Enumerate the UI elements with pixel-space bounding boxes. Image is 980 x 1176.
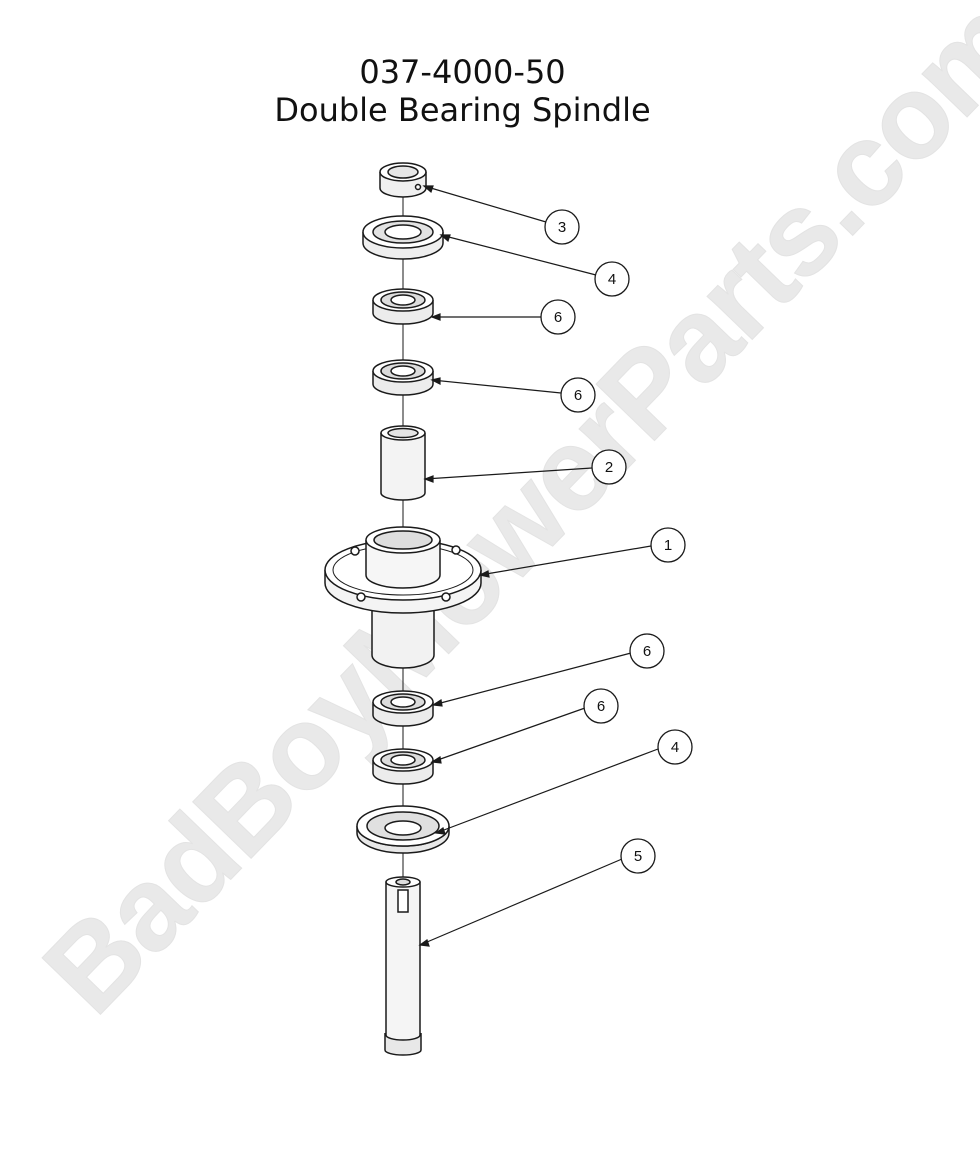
svg-text:5: 5 xyxy=(634,848,642,865)
callout-2: 2 xyxy=(591,449,627,485)
svg-text:6: 6 xyxy=(554,309,562,326)
svg-text:3: 3 xyxy=(558,219,566,236)
callout-6-c: 6 xyxy=(629,633,665,669)
part-seal-bottom xyxy=(356,805,450,854)
part-number-title: 037-4000-50 xyxy=(359,53,566,91)
svg-text:6: 6 xyxy=(643,643,651,660)
part-bearing-a xyxy=(372,288,434,325)
svg-text:6: 6 xyxy=(574,387,582,404)
part-bearing-b xyxy=(372,359,434,396)
part-bearing-c xyxy=(372,690,434,727)
callout-3-top: 3 xyxy=(544,209,580,245)
part-bearing-d xyxy=(372,748,434,785)
watermark: BadBoyMowerParts.com xyxy=(19,0,980,1038)
part-collar xyxy=(379,162,427,198)
leader-lines xyxy=(418,185,659,947)
part-spacer-tube xyxy=(380,425,426,501)
callout-4-top: 4 xyxy=(594,261,630,297)
part-seal-top xyxy=(362,215,444,260)
callout-6-a: 6 xyxy=(540,299,576,335)
part-shaft xyxy=(384,876,422,1056)
svg-text:4: 4 xyxy=(608,271,616,288)
svg-text:4: 4 xyxy=(671,739,679,756)
callout-6-b: 6 xyxy=(560,377,596,413)
callout-4-bottom: 4 xyxy=(657,729,693,765)
callout-5: 5 xyxy=(620,838,656,874)
assembly-name-title: Double Bearing Spindle xyxy=(274,91,651,129)
svg-text:2: 2 xyxy=(605,459,613,476)
svg-text:1: 1 xyxy=(664,537,672,554)
part-spindle-housing xyxy=(324,526,482,669)
svg-text:6: 6 xyxy=(597,698,605,715)
callout-1: 1 xyxy=(650,527,686,563)
callout-6-d: 6 xyxy=(583,688,619,724)
